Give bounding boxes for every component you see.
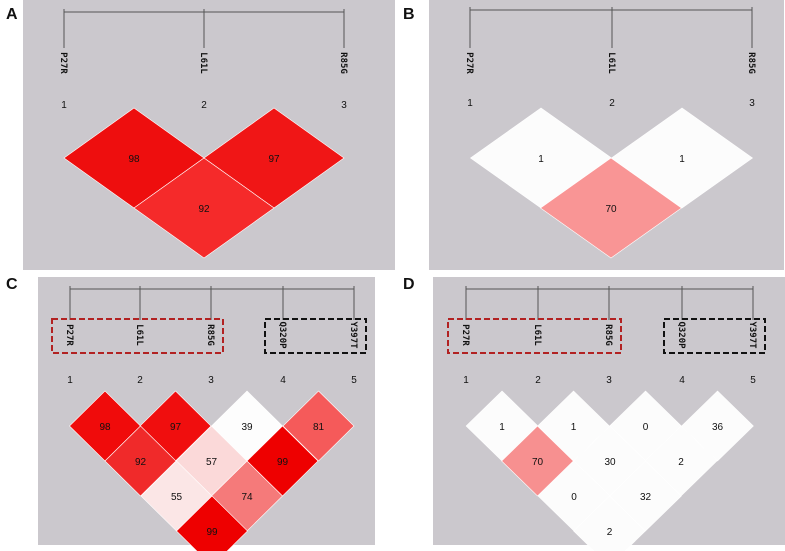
- ld-cell-value: 74: [241, 492, 253, 503]
- ld-cell-value: 99: [206, 527, 218, 538]
- snp-label: L61L: [606, 52, 616, 74]
- snp-label: Y397T: [348, 321, 358, 349]
- ld-cell-value: 55: [171, 492, 183, 503]
- ld-cell-value: 97: [268, 154, 280, 165]
- ld-cell-value: 32: [640, 492, 652, 503]
- snp-label: P27R: [460, 324, 470, 346]
- snp-label: R85G: [603, 324, 613, 346]
- ld-cell-value: 70: [605, 204, 617, 215]
- ld-cell-value: 97: [170, 422, 182, 433]
- ld-cell: [681, 390, 754, 462]
- snp-index-label: 4: [679, 375, 685, 386]
- snp-index-label: 4: [280, 375, 286, 386]
- ld-cell: [539, 157, 683, 259]
- snp-group-box: [447, 318, 622, 354]
- snp-label: L61L: [198, 52, 208, 74]
- snp-label: Q320P: [676, 321, 686, 349]
- snp-index-label: 3: [606, 375, 612, 386]
- snp-group-box: [663, 318, 766, 354]
- ld-cell-value: 70: [532, 457, 544, 468]
- panel-letter-a: A: [6, 6, 18, 23]
- snp-label: P27R: [464, 52, 474, 74]
- panel-d: P27R L61L R85G Q320P Y397T 1 2 3 4 5 1 1 0 36 70 30 2 0 32…: [433, 277, 785, 551]
- panel-a: P27R L61L R85G 1 2 3 98 97 92: [23, 0, 395, 270]
- panel-letter-b: B: [403, 6, 415, 23]
- snp-index-label: 3: [749, 98, 755, 109]
- ld-cell-value: 98: [99, 422, 111, 433]
- ld-cell: [501, 425, 574, 497]
- ld-cell: [104, 425, 177, 497]
- ld-cell-value: 2: [678, 457, 684, 468]
- snp-index-label: 5: [750, 375, 756, 386]
- snp-label: R85G: [338, 52, 348, 74]
- snp-index-label: 5: [351, 375, 357, 386]
- ld-cell-value: 1: [679, 154, 685, 165]
- ld-cell-value: 1: [571, 422, 577, 433]
- snp-label: L61L: [532, 324, 542, 346]
- snp-label: R85G: [746, 52, 756, 74]
- snp-label: L61L: [134, 324, 144, 346]
- snp-group-box: [51, 318, 224, 354]
- ld-cell-value: 0: [571, 492, 577, 503]
- ld-cell: [282, 390, 355, 462]
- ld-cell: [573, 495, 646, 551]
- snp-index-label: 3: [341, 100, 347, 111]
- snp-index-label: 2: [137, 375, 143, 386]
- snp-index-label: 1: [467, 98, 473, 109]
- ld-cell-value: 92: [198, 204, 210, 215]
- ld-cell-value: 98: [128, 154, 140, 165]
- ld-cell-value: 57: [206, 457, 218, 468]
- ld-cell-value: 81: [313, 422, 325, 433]
- snp-label: P27R: [64, 324, 74, 346]
- snp-label: Y397T: [747, 321, 757, 349]
- snp-label: R85G: [205, 324, 215, 346]
- panel-letter-c: C: [6, 276, 18, 293]
- snp-index-label: 2: [535, 375, 541, 386]
- ld-cell-value: 36: [712, 422, 724, 433]
- snp-label: P27R: [58, 52, 68, 74]
- snp-index-label: 3: [208, 375, 214, 386]
- snp-label: Q320P: [277, 321, 287, 349]
- panel-b: P27R L61L R85G 1 2 3 1 1 70: [429, 0, 784, 270]
- ld-cell-value: 39: [241, 422, 253, 433]
- snp-group-box: [264, 318, 367, 354]
- panel-letter-d: D: [403, 276, 415, 293]
- snp-index-label: 1: [61, 100, 67, 111]
- snp-index-label: 2: [609, 98, 615, 109]
- ld-cell-value: 30: [604, 457, 616, 468]
- snp-index-label: 2: [201, 100, 207, 111]
- ld-cell-value: 1: [538, 154, 544, 165]
- ld-cell-value: 2: [607, 527, 613, 538]
- snp-index-label: 1: [67, 375, 73, 386]
- ld-cell-value: 92: [135, 457, 147, 468]
- ld-cell: [176, 495, 248, 551]
- ld-cell-value: 0: [643, 422, 649, 433]
- snp-index-label: 1: [463, 375, 469, 386]
- ld-cell: [133, 157, 275, 259]
- ld-cell-value: 1: [499, 422, 505, 433]
- panel-c: P27R L61L R85G Q320P Y397T 1 2 3 4 5 98 97 39 81 92 57 9…: [38, 277, 375, 551]
- ld-cell-value: 99: [277, 457, 289, 468]
